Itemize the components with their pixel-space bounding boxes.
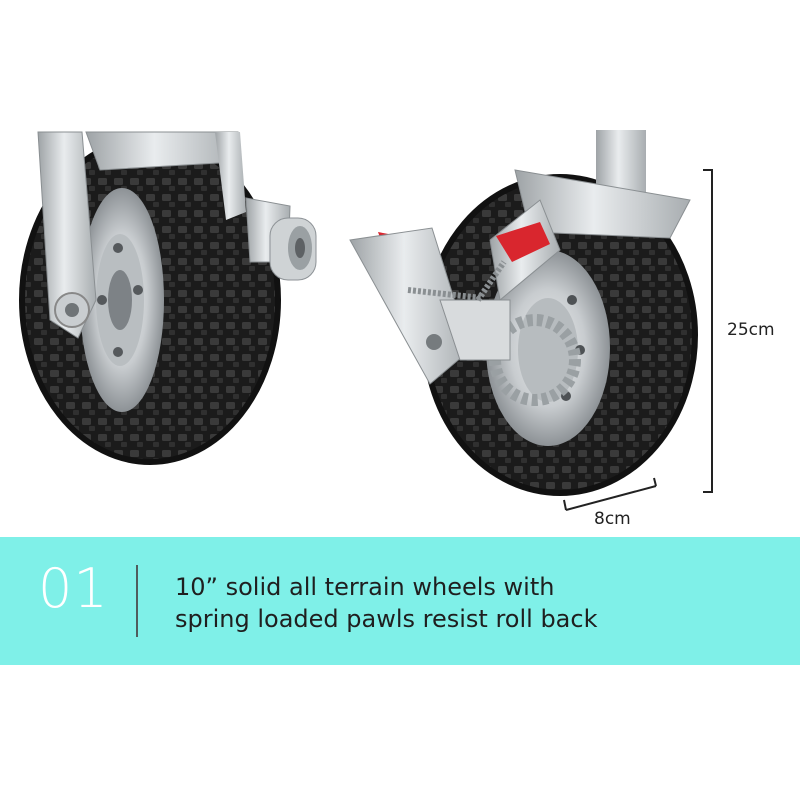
- right-wheel: [349, 130, 698, 496]
- feature-description: 10” solid all terrain wheels with spring…: [175, 571, 597, 635]
- feature-line-2: spring loaded pawls resist roll back: [175, 605, 598, 633]
- feature-line-1: 10” solid all terrain wheels with: [175, 573, 555, 601]
- product-photo: [19, 130, 713, 511]
- left-wheel: [19, 131, 317, 465]
- feature-banner: 01 10” solid all terrain wheels with spr…: [0, 537, 800, 665]
- feature-number: 01: [38, 557, 109, 620]
- height-dimension-line: [703, 169, 713, 493]
- height-label: 25cm: [727, 320, 775, 340]
- width-label: 8cm: [594, 509, 631, 529]
- banner-divider: [136, 565, 138, 637]
- width-dimension-line: [563, 477, 657, 511]
